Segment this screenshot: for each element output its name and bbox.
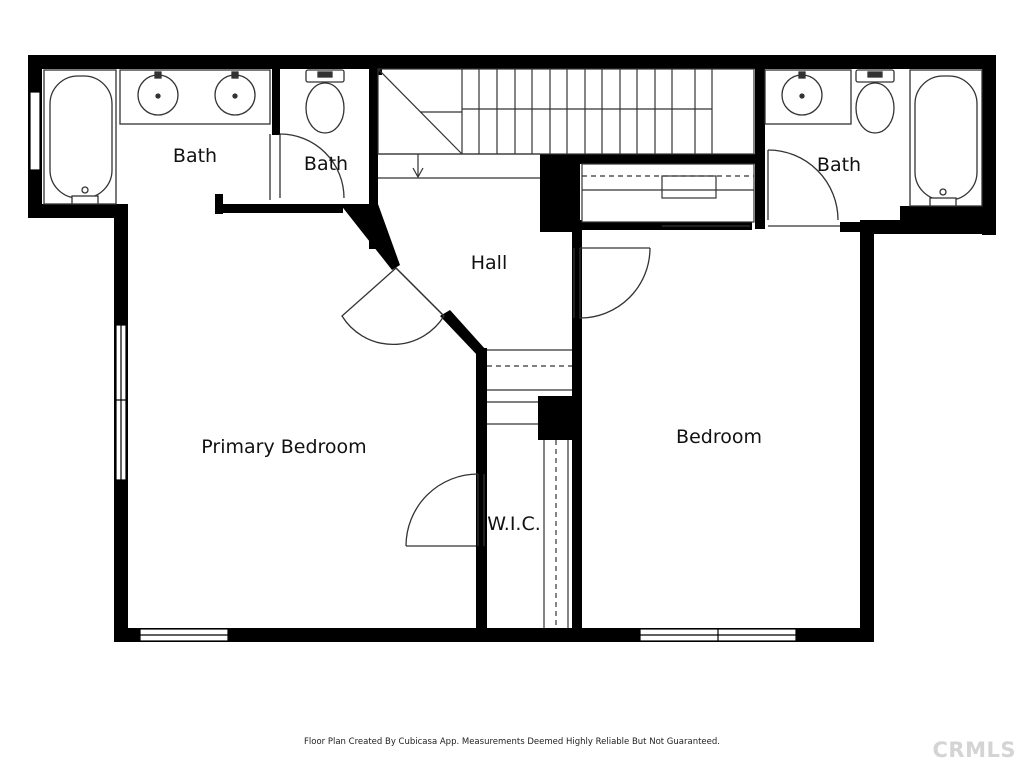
closet-shelving [487, 349, 572, 628]
label-bath-left: Bath [173, 145, 217, 167]
label-primary-bedroom: Primary Bedroom [201, 436, 366, 458]
label-hall: Hall [471, 252, 508, 274]
linen-closet [581, 163, 755, 227]
walls [28, 55, 996, 642]
toilet-room-fixtures [269, 69, 345, 200]
label-bedroom: Bedroom [676, 426, 762, 448]
windows [29, 91, 797, 642]
left-bath-fixtures [43, 69, 271, 205]
label-bath-right: Bath [817, 154, 861, 176]
footer-note: Floor Plan Created By Cubicasa App. Meas… [304, 737, 720, 747]
room-labels: Bath Bath Bath Hall Primary Bedroom Bedr… [173, 145, 861, 535]
label-bath-toilet: Bath [304, 153, 348, 175]
stairs [377, 68, 755, 179]
watermark-logo: CRMLS [932, 738, 1016, 762]
label-wic: W.I.C. [487, 513, 541, 535]
right-bath-fixtures [764, 69, 983, 227]
doors [341, 247, 651, 547]
